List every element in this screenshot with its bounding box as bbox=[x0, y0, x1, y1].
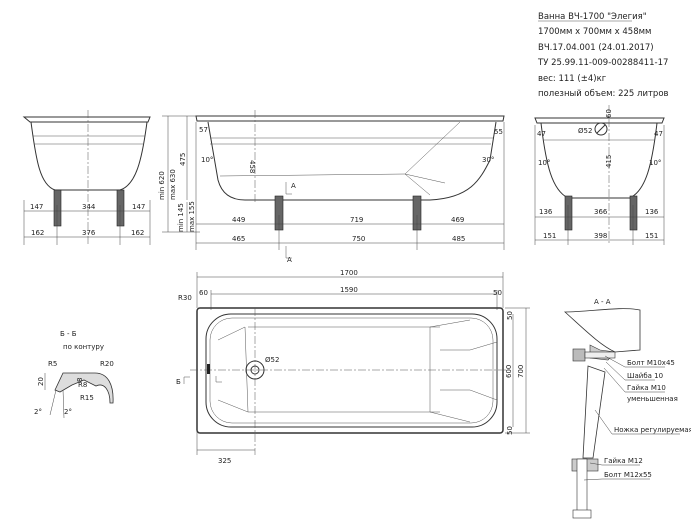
section-aa: А - А Болт М10х45 Шайба 10 Гайка М10 уме… bbox=[563, 298, 691, 519]
dim-376: 376 bbox=[82, 229, 96, 237]
angle-10-right: 10° bbox=[649, 159, 661, 167]
product-name: Ванна ВЧ-1700 "Элегия" bbox=[538, 12, 647, 22]
radius-r20: R20 bbox=[100, 360, 114, 368]
section-bb-title: Б - Б bbox=[60, 330, 77, 338]
dim-max-630: max 630 bbox=[169, 169, 177, 200]
dim-20: 20 bbox=[37, 377, 45, 386]
radius-r30: R30 bbox=[178, 294, 192, 302]
dim-162-right: 162 bbox=[131, 229, 144, 237]
dim-147-left: 147 bbox=[30, 203, 43, 211]
dim-458: 458 bbox=[248, 160, 256, 173]
part-bolt-m10: Болт М10х45 bbox=[627, 359, 675, 367]
dim-1590: 1590 bbox=[340, 286, 358, 294]
angle-2-left: 2° bbox=[34, 408, 42, 416]
dim-162-left: 162 bbox=[31, 229, 44, 237]
side-view: A A min 620 max 630 475 min 145 max 155 … bbox=[158, 110, 505, 264]
product-size: 1700мм x 700мм x 458мм bbox=[538, 27, 651, 37]
dim-136-right: 136 bbox=[645, 208, 659, 216]
product-volume: полезный объем: 225 литров bbox=[538, 89, 669, 99]
dim-136-left: 136 bbox=[539, 208, 553, 216]
plan-view: 1700 1590 60 50 R30 Ø52 325 Б 700 600 50… bbox=[176, 269, 530, 465]
dim-151-left: 151 bbox=[543, 232, 556, 240]
part-bolt-m12: Болт М12х55 bbox=[604, 471, 652, 479]
dim-47-left: 47 bbox=[537, 130, 546, 138]
dim-1700: 1700 bbox=[340, 269, 358, 277]
dim-465: 465 bbox=[232, 235, 245, 243]
title-block: Ванна ВЧ-1700 "Элегия" 1700мм x 700мм x … bbox=[537, 12, 669, 99]
angle-10-left: 10° bbox=[538, 159, 550, 167]
section-aa-title: А - А bbox=[594, 298, 611, 306]
dim-700: 700 bbox=[517, 365, 525, 378]
dim-600: 600 bbox=[505, 365, 513, 378]
radius-r5: R5 bbox=[48, 360, 57, 368]
section-mark-a-bottom: A bbox=[287, 256, 292, 264]
dim-55: 55 bbox=[494, 128, 503, 136]
section-bb-subtitle: по контуру bbox=[63, 343, 104, 351]
radius-r15: R15 bbox=[80, 394, 94, 402]
product-code: ВЧ.17.04.001 (24.01.2017) bbox=[538, 43, 654, 53]
dim-min-145: min 145 bbox=[177, 203, 185, 232]
drain-diameter: Ø52 bbox=[265, 356, 279, 364]
dim-50-bottom: 50 bbox=[506, 426, 514, 435]
part-nut-m10-note: уменьшенная bbox=[627, 395, 678, 403]
drain-diameter: Ø52 bbox=[578, 127, 592, 135]
left-end-view: 147 344 147 162 376 162 bbox=[22, 110, 151, 245]
dim-366: 366 bbox=[594, 208, 608, 216]
dim-60: 60 bbox=[199, 289, 208, 297]
dim-8: 8 bbox=[76, 378, 84, 382]
angle-30: 30° bbox=[482, 156, 494, 164]
angle-10: 10° bbox=[201, 156, 213, 164]
dim-50: 50 bbox=[493, 289, 502, 297]
dim-750: 750 bbox=[352, 235, 365, 243]
dim-50-top: 50 bbox=[506, 311, 514, 320]
dim-min-620: min 620 bbox=[158, 171, 166, 200]
dim-325: 325 bbox=[218, 457, 231, 465]
section-bb: Б - Б по контуру R5 R20 R8 R15 20 8 2° 2… bbox=[34, 330, 114, 419]
angle-2-right: 2° bbox=[64, 408, 72, 416]
dim-415: 415 bbox=[605, 155, 613, 168]
product-weight: вес: 111 (±4)кг bbox=[538, 74, 607, 84]
section-mark-a-top: A bbox=[291, 182, 296, 190]
dim-60: 60 bbox=[605, 109, 613, 118]
dim-449: 449 bbox=[232, 216, 245, 224]
dim-398: 398 bbox=[594, 232, 607, 240]
dim-151-right: 151 bbox=[645, 232, 658, 240]
part-adjustable-leg: Ножка регулируемая bbox=[614, 426, 691, 434]
part-nut-m12: Гайка М12 bbox=[604, 457, 643, 465]
dim-max-155: max 155 bbox=[188, 201, 196, 232]
dim-719: 719 bbox=[350, 216, 363, 224]
radius-r8: R8 bbox=[78, 381, 87, 389]
dim-475: 475 bbox=[179, 153, 187, 166]
section-mark-b: Б bbox=[176, 378, 181, 386]
dim-47-right: 47 bbox=[654, 130, 663, 138]
dim-57: 57 bbox=[199, 126, 208, 134]
part-washer-10: Шайба 10 bbox=[627, 372, 663, 380]
product-spec: ТУ 25.99.11-009-00288411-17 bbox=[537, 58, 668, 68]
dim-469: 469 bbox=[451, 216, 464, 224]
dim-485: 485 bbox=[452, 235, 465, 243]
dim-147-right: 147 bbox=[132, 203, 145, 211]
right-end-view: Ø52 60 415 47 47 10° 10° 136 366 136 151… bbox=[534, 105, 665, 245]
part-nut-m10: Гайка М10 bbox=[627, 384, 666, 392]
dim-344: 344 bbox=[82, 203, 96, 211]
